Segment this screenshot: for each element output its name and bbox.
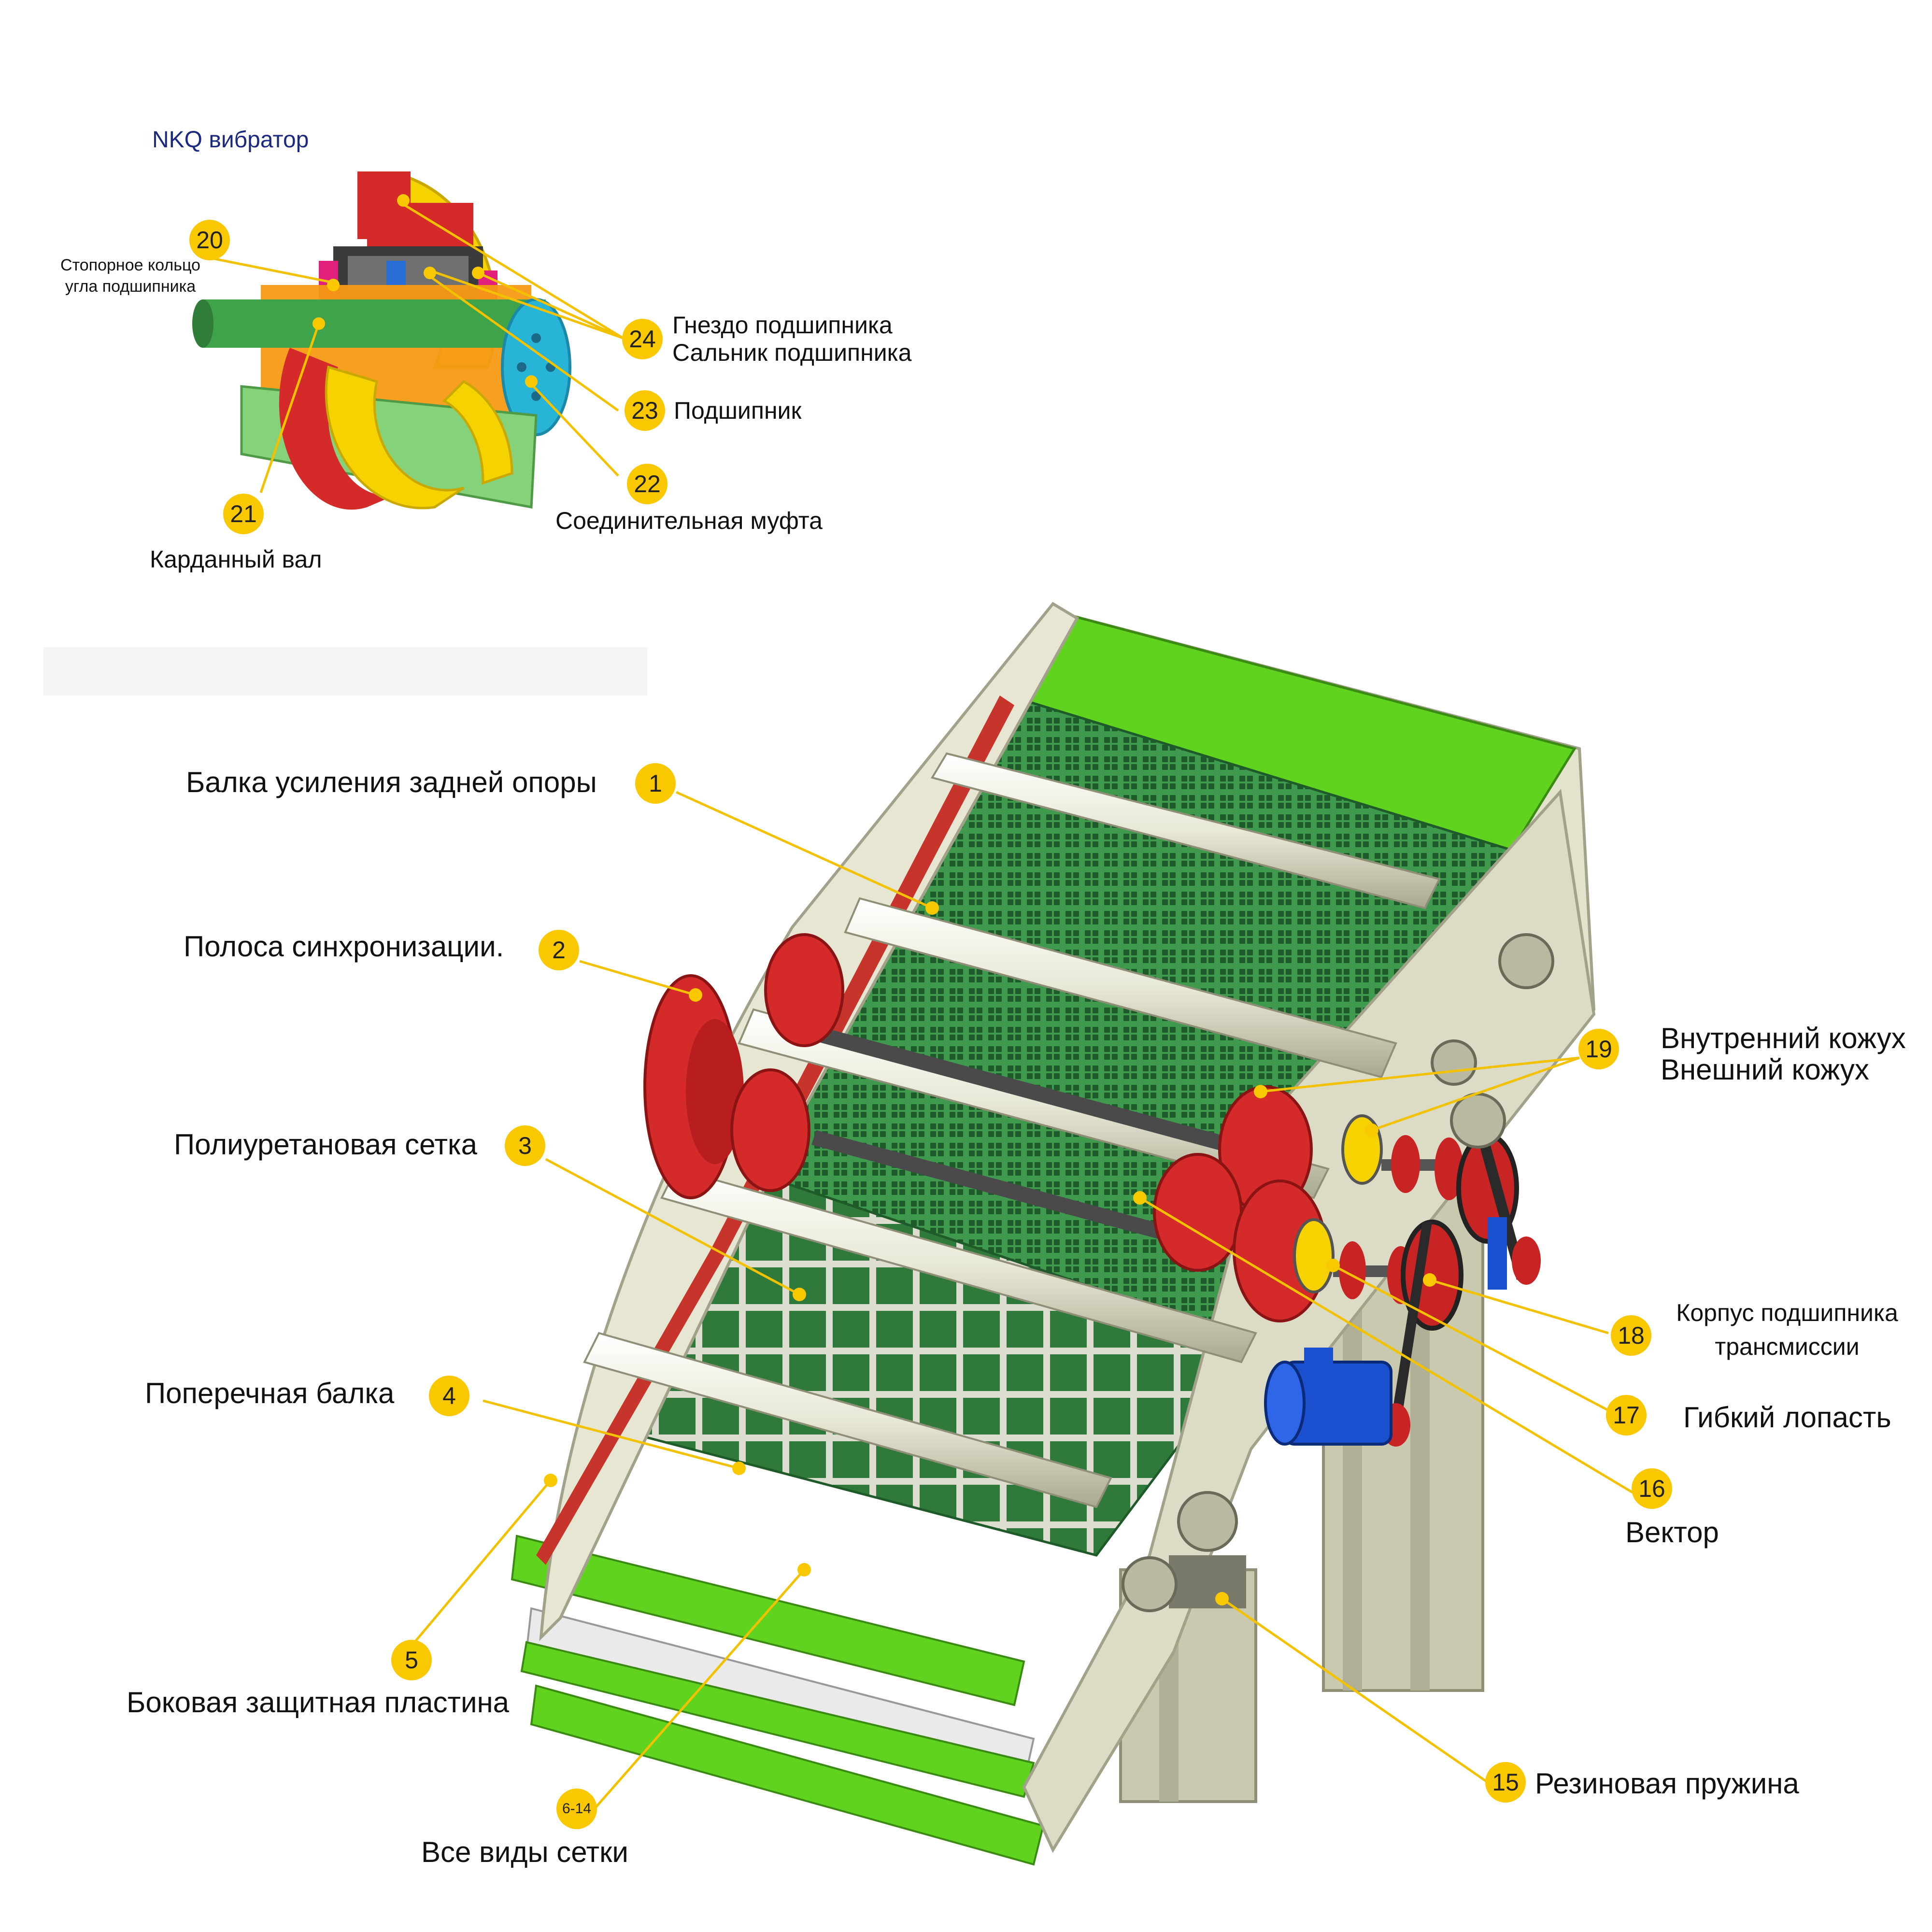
label-23: Подшипник: [674, 397, 802, 424]
badge-24: 24: [622, 319, 663, 359]
vibrator-shaft: [787, 1019, 1275, 1164]
cardan-shaft: [203, 299, 546, 348]
rubber-springs: [1122, 933, 1554, 1612]
deck-front-bar-1: [511, 1534, 1025, 1706]
divider-shadow: [43, 647, 647, 696]
badge-3: 3: [505, 1125, 545, 1166]
label-4: Поперечная балка: [145, 1377, 395, 1409]
badge-1: 1: [635, 763, 676, 804]
label-17: Гибкий лопасть: [1683, 1401, 1891, 1434]
badge-2: 2: [539, 930, 579, 970]
label-18-line2: трансмиссии: [1715, 1333, 1860, 1360]
label-18-line1: Корпус подшипника: [1676, 1299, 1898, 1326]
badge-6-14: 6-14: [556, 1789, 597, 1829]
label-22: Соединительная муфта: [555, 507, 823, 534]
electric-motor: [1264, 1348, 1392, 1446]
label-3: Полиуретановая сетка: [174, 1128, 477, 1161]
label-19-line1: Внутренний кожух: [1661, 1022, 1906, 1054]
badge-20: 20: [189, 220, 230, 260]
label-6-14: Все виды сетки: [421, 1836, 628, 1868]
label-1: Балка усиления задней опоры: [186, 766, 597, 798]
badge-18: 18: [1611, 1315, 1651, 1356]
drive-train: [1333, 1133, 1541, 1447]
badge-5: 5: [391, 1640, 432, 1680]
vibrator-housings: [643, 933, 1327, 1322]
badge-23: 23: [625, 390, 665, 431]
badge-16: 16: [1632, 1468, 1672, 1509]
label-5: Боковая защитная пластина: [127, 1686, 510, 1719]
label-16: Вектор: [1625, 1516, 1719, 1548]
main-leaders: [410, 791, 1634, 1827]
nkq-vibrator-inset: [192, 171, 624, 510]
badge-21: 21: [223, 494, 264, 534]
vibrating-screen: [511, 602, 1596, 1866]
label-15: Резиновая пружина: [1535, 1767, 1799, 1800]
label-24-line1: Гнездо подшипника: [672, 312, 893, 339]
inset-title: NKQ вибратор: [152, 127, 309, 153]
label-24-line2: Сальник подшипника: [672, 339, 912, 366]
badge-15: 15: [1485, 1762, 1526, 1803]
label-20-line2: угла подшипника: [65, 277, 196, 296]
label-19-line2: Внешний кожух: [1661, 1053, 1869, 1086]
badge-4: 4: [429, 1376, 469, 1416]
label-2: Полоса синхронизации.: [184, 930, 504, 963]
eccentric-yellow-front: [325, 365, 465, 510]
badge-17: 17: [1606, 1395, 1647, 1435]
label-21: Карданный вал: [150, 546, 322, 573]
eccentric-red-front: [279, 348, 401, 510]
deck-front-bar-3: [520, 1641, 1035, 1798]
label-20-line1: Стопорное кольцо: [60, 256, 200, 274]
inset-leaders: [212, 201, 624, 493]
badge-22: 22: [627, 464, 668, 504]
badge-19: 19: [1578, 1029, 1619, 1069]
deck-front-bar-4: [530, 1684, 1045, 1866]
